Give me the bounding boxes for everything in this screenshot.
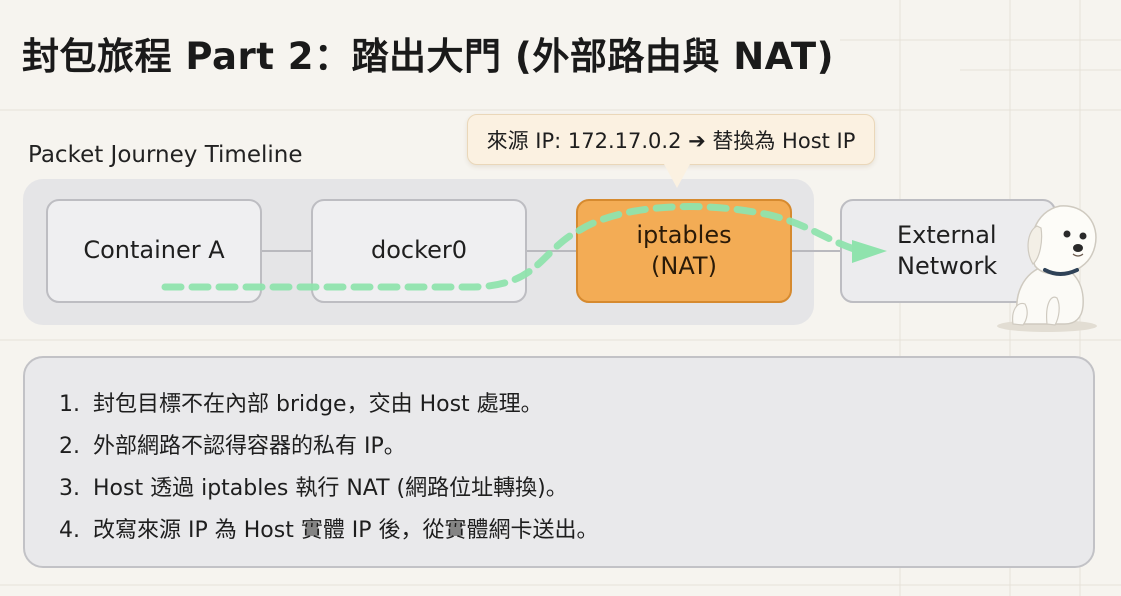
step-number: 1.: [59, 392, 80, 417]
list-item: 4. 改寫來源 IP 為 Host 實體 IP 後，從實體網卡送出。: [59, 510, 599, 552]
page-title: 封包旅程 Part 2：踏出大門 (外部路由與 NAT): [22, 35, 835, 78]
node-label: Container A: [83, 236, 225, 265]
steps-panel: 1. 封包目標不在內部 bridge，交由 Host 處理。 2. 外部網路不認得容…: [23, 356, 1095, 568]
node-sublabel: Network: [897, 252, 998, 280]
white-dog-illustration: [997, 205, 1097, 332]
callout-pointer: [664, 164, 690, 188]
list-item: 1. 封包目標不在內部 bridge，交由 Host 處理。: [59, 384, 599, 426]
step-text: Host 透過 iptables 執行 NAT (網路位址轉換)。: [93, 476, 568, 501]
step-text: 改寫來源 IP 為 Host 實體 IP 後，從實體網卡送出。: [93, 518, 599, 543]
timeline-label: Packet Journey Timeline: [28, 142, 303, 168]
list-item: 2. 外部網路不認得容器的私有 IP。: [59, 426, 599, 468]
node-sublabel: (NAT): [651, 252, 717, 280]
step-text: 外部網路不認得容器的私有 IP。: [93, 434, 406, 459]
node-docker0: docker0: [311, 199, 527, 303]
steps-list: 1. 封包目標不在內部 bridge，交由 Host 處理。 2. 外部網路不認得容…: [59, 384, 599, 552]
node-label: docker0: [370, 236, 468, 265]
node-label: iptables: [636, 220, 732, 249]
node-container-a: Container A: [46, 199, 262, 303]
node-label: External: [897, 220, 997, 249]
step-number: 4.: [59, 518, 80, 543]
node-iptables-nat: iptables (NAT): [576, 199, 792, 303]
nat-callout: 來源 IP: 172.17.0.2 ➔ 替換為 Host IP: [467, 114, 875, 165]
list-item: 3. Host 透過 iptables 執行 NAT (網路位址轉換)。: [59, 468, 599, 510]
step-number: 2.: [59, 434, 80, 459]
step-text: 封包目標不在內部 bridge，交由 Host 處理。: [93, 392, 543, 417]
step-number: 3.: [59, 476, 80, 501]
